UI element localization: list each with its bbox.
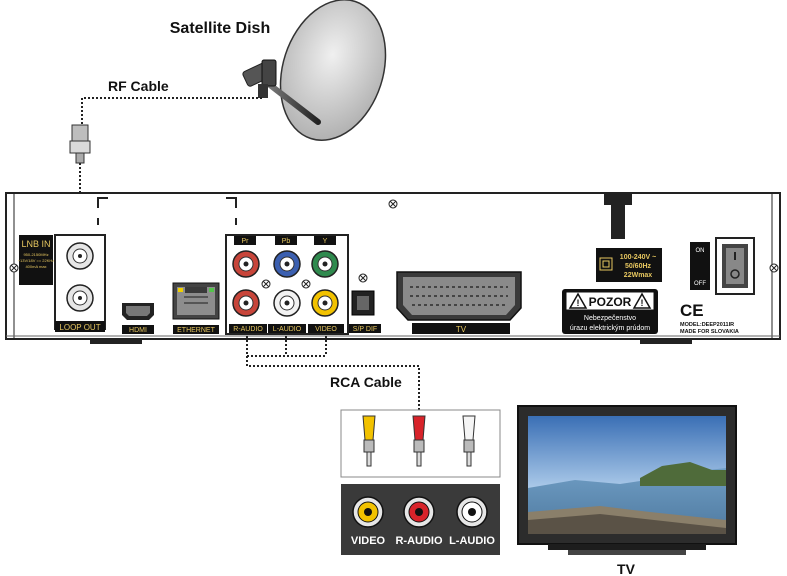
pb-label: Pb	[282, 238, 291, 245]
tv-l-audio-jack[interactable]	[456, 496, 488, 528]
svg-text:!: !	[577, 298, 580, 308]
switch-on-label: ON	[696, 248, 705, 254]
power-switch[interactable]	[715, 237, 755, 295]
y-label: Y	[323, 238, 328, 245]
spdif-label: S/P DIF	[353, 326, 377, 333]
ethernet-tag	[173, 325, 219, 334]
power-rating-1: 100-240V ~	[620, 254, 656, 261]
power-cord-socket	[604, 193, 632, 239]
satellite-dish-icon	[242, 0, 387, 141]
warning-triangle-icon: !	[568, 292, 588, 309]
screw-icon	[358, 273, 368, 283]
lnb-in-connector[interactable]	[66, 242, 94, 270]
warning-triangle-icon: !	[632, 292, 652, 309]
warning-title: POZOR	[589, 295, 632, 309]
screw-icon	[769, 263, 779, 273]
tv-r-audio-jack[interactable]	[403, 496, 435, 528]
hdmi-port[interactable]	[122, 303, 154, 320]
r-audio-tag	[229, 324, 267, 333]
lnb-spec-1: 950-2150MHz	[23, 252, 48, 257]
warning-line-1: Nebezpečenstvo	[584, 315, 636, 322]
loop-out-tag	[55, 321, 105, 332]
yellow-rca-plug-icon	[362, 415, 376, 467]
l-audio-label: L-AUDIO	[273, 326, 302, 333]
video-tag	[308, 324, 344, 333]
power-rating-3: 22Wmax	[624, 272, 653, 279]
screw-icon	[301, 279, 311, 289]
r-audio-jack[interactable]	[232, 289, 260, 317]
screw-icon	[261, 279, 271, 289]
lnb-info-box	[19, 235, 53, 285]
ce-mark: CE	[680, 301, 704, 320]
power-rating-2: 50/60Hz	[625, 263, 652, 270]
rf-cable-label: RF Cable	[108, 78, 169, 94]
card-slot-bracket	[97, 197, 237, 225]
lnb-spec-2: +13V/18V == 22KHz	[18, 258, 55, 263]
lnb-in-label: LNB IN	[21, 239, 50, 249]
pr-tag	[234, 236, 256, 245]
l-audio-tag	[268, 324, 306, 333]
rca-port-frame	[225, 234, 349, 335]
screw-icon	[9, 263, 19, 273]
receiver-back-panel	[5, 192, 781, 344]
tv-icon	[517, 405, 737, 555]
video-label: VIDEO	[315, 326, 337, 333]
rf-cable-line	[81, 97, 262, 125]
video-jack[interactable]	[311, 289, 339, 317]
rca-cable-lines	[246, 336, 420, 410]
satellite-dish-label: Satellite Dish	[170, 20, 270, 37]
l-audio-jack[interactable]	[273, 289, 301, 317]
tv-r-audio-label: R-AUDIO	[395, 535, 442, 547]
r-audio-label: R-AUDIO	[233, 326, 263, 333]
spdif-port[interactable]	[351, 290, 375, 316]
scart-tv-label: TV	[456, 325, 467, 334]
red-rca-plug-icon	[412, 415, 426, 467]
svg-text:!: !	[641, 298, 644, 308]
y-tag	[314, 236, 336, 245]
model-label: MODEL:DEEP2011IR	[680, 322, 734, 328]
f-connector-icon	[69, 124, 91, 164]
hdmi-tag	[122, 325, 154, 334]
pb-tag	[275, 236, 297, 245]
ethernet-port[interactable]	[172, 282, 220, 320]
warning-line-2: úrazu elektrickým prúdom	[570, 325, 650, 332]
warning-box	[562, 289, 658, 334]
hdmi-label: HDMI	[129, 327, 147, 334]
tv-l-audio-label: L-AUDIO	[449, 535, 495, 547]
pr-label: Pr	[242, 238, 250, 245]
screw-icon	[388, 199, 398, 209]
scart-port[interactable]	[396, 271, 522, 321]
power-rating-box	[596, 248, 662, 282]
white-rca-plug-icon	[462, 415, 476, 467]
made-for-label: MADE FOR SLOVAKIA	[680, 329, 739, 335]
pb-jack[interactable]	[273, 250, 301, 278]
switch-off-label: OFF	[694, 281, 706, 287]
rca-cable-label: RCA Cable	[330, 374, 402, 390]
spdif-tag	[349, 324, 381, 333]
loop-out-connector[interactable]	[66, 284, 94, 312]
scart-tv-tag	[412, 323, 510, 334]
tv-video-label: VIDEO	[351, 535, 386, 547]
loop-out-label: LOOP OUT	[59, 323, 100, 332]
y-jack[interactable]	[311, 250, 339, 278]
ethernet-label: ETHERNET	[177, 327, 215, 334]
pr-jack[interactable]	[232, 250, 260, 278]
switch-label-box	[690, 242, 710, 290]
lnb-spec-3: 400mA max	[25, 264, 46, 269]
tv-label: TV	[617, 561, 636, 576]
tv-video-jack[interactable]	[352, 496, 384, 528]
